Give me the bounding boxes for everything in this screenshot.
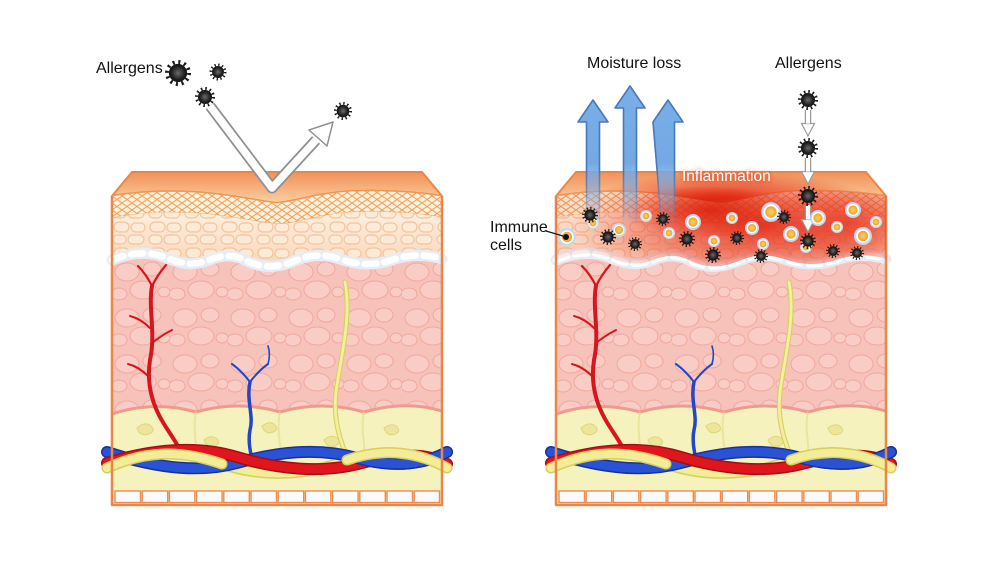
allergens-label-right: Allergens <box>775 55 842 72</box>
healthy-skin-panel <box>85 60 460 520</box>
immune-cells-label: Immune cells <box>490 219 548 255</box>
moisture-loss-arrows <box>577 85 684 227</box>
inflammation-label: Inflammation <box>682 168 771 185</box>
moisture-loss-label: Moisture loss <box>587 55 682 72</box>
allergen-particles <box>164 60 352 121</box>
immune-cells-pointer <box>545 230 569 240</box>
skin-block-healthy <box>107 172 447 505</box>
immune-cells-label-line1: Immune <box>490 219 548 236</box>
immune-cells-label-line2: cells <box>490 237 523 254</box>
bounce-arrow-icon <box>205 102 334 194</box>
damaged-skin-panel <box>490 85 970 530</box>
allergens-label-left: Allergens <box>96 60 163 77</box>
